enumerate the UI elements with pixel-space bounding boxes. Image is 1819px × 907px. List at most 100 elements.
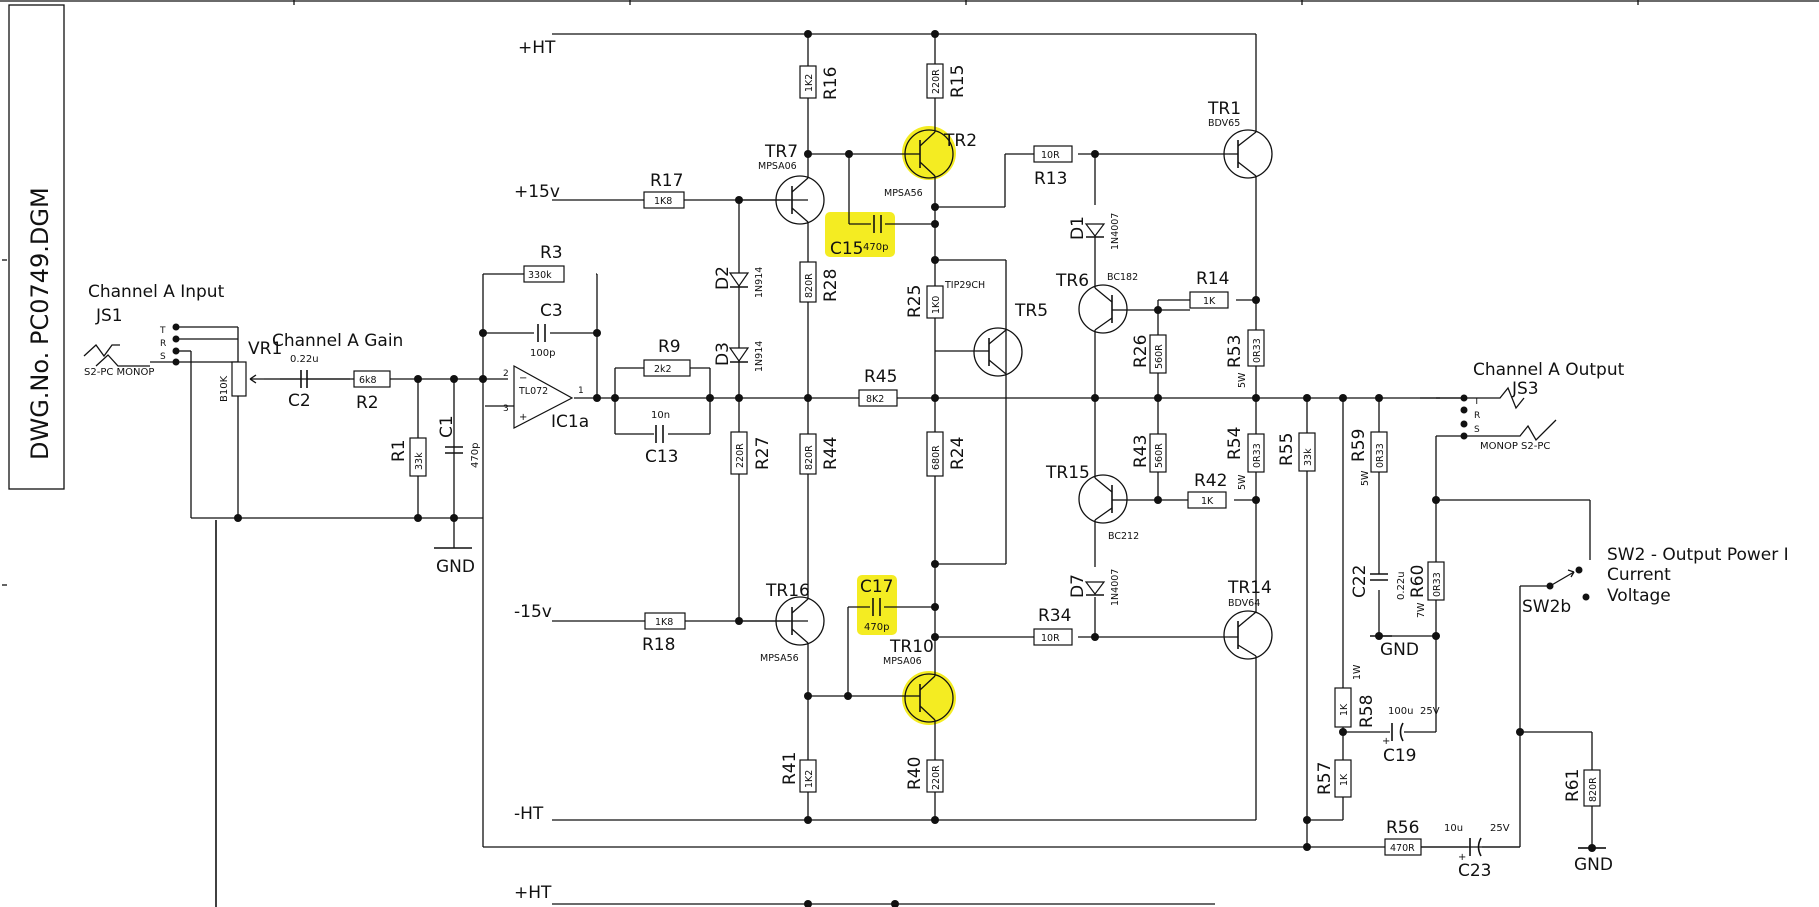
r1-value: 33k <box>414 452 425 470</box>
tr5-name: TR5 <box>1014 301 1048 321</box>
dwg-label: DWG.No. <box>26 352 54 460</box>
r41-name: R41 <box>780 752 800 785</box>
r42-value: 1K <box>1201 496 1214 507</box>
r43-name: R43 <box>1131 435 1151 468</box>
wires <box>150 33 1606 905</box>
tr15-part: BC212 <box>1108 531 1139 542</box>
tr2-name: TR2 <box>943 131 977 151</box>
d2-part: 1N914 <box>754 267 765 298</box>
r41-value: 1K2 <box>804 770 815 788</box>
r15-name: R15 <box>948 65 968 98</box>
junction-dots <box>234 30 1596 907</box>
gnd-label-3: GND <box>1574 855 1613 875</box>
r16-value: 1K2 <box>804 74 815 92</box>
d3-part: 1N914 <box>754 341 765 372</box>
r28-name: R28 <box>821 269 841 302</box>
r16-name: R16 <box>821 67 841 100</box>
gnd-label-1: GND <box>436 557 475 577</box>
opamp-ic1a: − + <box>513 364 574 429</box>
r53-name: R53 <box>1225 335 1245 368</box>
c15-name: C15 <box>830 239 864 259</box>
tr14-part: BDV64 <box>1228 598 1260 609</box>
c1-name: C1 <box>437 415 457 438</box>
r28-value: 820R <box>804 273 815 298</box>
r58-rating: 1W <box>1352 664 1363 680</box>
sw2-switch <box>1546 566 1590 601</box>
js3-label: JS3 <box>1511 379 1539 399</box>
r25-name: R25 <box>905 285 925 318</box>
r17-name: R17 <box>650 171 683 191</box>
r44-value: 820R <box>804 445 815 470</box>
r9-name: R9 <box>658 337 681 357</box>
r27-name: R27 <box>753 437 773 470</box>
tr5-part: TIP29CH <box>944 280 985 291</box>
js3-type: MONOP S2-PC <box>1480 441 1550 452</box>
tr14-name: TR14 <box>1227 578 1272 598</box>
r44-name: R44 <box>821 437 841 470</box>
c2-value: 0.22u <box>290 354 319 365</box>
r14-name: R14 <box>1196 269 1229 289</box>
js1-pin-s: S <box>160 352 166 362</box>
output-title: Channel A Output <box>1473 360 1625 380</box>
r45-name: R45 <box>864 367 897 387</box>
r55-value: 33k <box>1303 448 1314 466</box>
tr10-name: TR10 <box>889 637 934 657</box>
tr10-part: MPSA06 <box>883 656 922 667</box>
r58-name: R58 <box>1357 695 1377 728</box>
r25-value: 1K0 <box>931 296 942 314</box>
r24-name: R24 <box>948 437 968 470</box>
c13-name: C13 <box>645 447 679 467</box>
r2-value: 6k8 <box>359 375 377 386</box>
c23-plus-sign: + <box>1458 852 1466 863</box>
r34-value: 10R <box>1041 633 1060 644</box>
tr7-part: MPSA06 <box>758 161 797 172</box>
c19-plus-sign: + <box>1382 736 1390 747</box>
rail-minus-ht: -HT <box>514 804 544 824</box>
sw2-voltage: Voltage <box>1607 586 1671 606</box>
c17-value: 470p <box>864 622 889 633</box>
r42-name: R42 <box>1194 471 1227 491</box>
r18-value: 1K8 <box>655 617 673 628</box>
r59-rating: 5W <box>1360 470 1371 486</box>
sw2-current: Current <box>1607 565 1671 585</box>
gnd-label-2: GND <box>1380 640 1419 660</box>
tr1-name: TR1 <box>1207 99 1241 119</box>
r56-value: 470R <box>1390 843 1415 854</box>
r40-value: 220R <box>931 765 942 790</box>
sw2-title: SW2 - Output Power I <box>1607 545 1789 565</box>
rail-minus-15v: -15v <box>514 602 552 622</box>
r3-value: 330k <box>528 270 552 281</box>
r61-value: 820R <box>1588 777 1599 802</box>
c23-name: C23 <box>1458 861 1492 881</box>
r60-name: R60 <box>1408 565 1428 598</box>
js1-pin-t: T <box>159 326 166 336</box>
ic1a-pin-3: 3 <box>503 404 509 414</box>
c3-value: 100p <box>530 348 555 359</box>
ic1a-pin-2: 2 <box>503 369 509 379</box>
js1-type: S2-PC MONOP <box>84 367 154 378</box>
r59-name: R59 <box>1349 429 1369 462</box>
r1-name: R1 <box>389 439 409 462</box>
sw2b-label: SW2b <box>1522 597 1571 617</box>
r55-name: R55 <box>1277 433 1297 466</box>
tr7-name: TR7 <box>764 142 798 162</box>
tr6-part: BC182 <box>1107 272 1138 283</box>
c17-name: C17 <box>860 577 894 597</box>
c1-value: 470p <box>470 443 481 468</box>
js3-jack <box>1460 386 1557 442</box>
js3-pin-r: R <box>1474 411 1480 421</box>
r18-name: R18 <box>642 635 675 655</box>
resistor-bodies <box>353 63 1601 856</box>
ic1a-part: TL072 <box>518 386 548 397</box>
svg-text:−: − <box>519 373 527 384</box>
r60-value: 0R33 <box>1432 572 1443 597</box>
dwg-number: PC0749.DGM <box>26 187 54 345</box>
r57-name: R57 <box>1315 762 1335 795</box>
r3-name: R3 <box>540 243 563 263</box>
rail-plus-ht-bottom: +HT <box>514 883 552 903</box>
c2-name: C2 <box>288 391 311 411</box>
r56-name: R56 <box>1386 818 1419 838</box>
tr2-part: MPSA56 <box>884 188 923 199</box>
